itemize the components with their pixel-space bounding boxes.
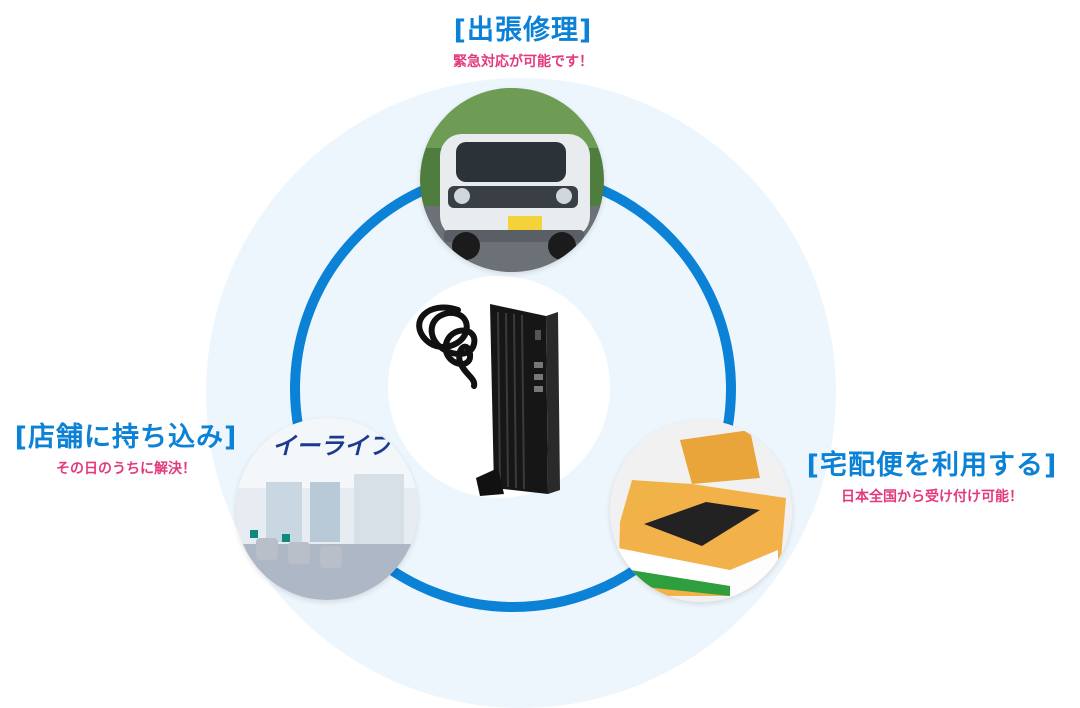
desktop-pc-illustration: [416, 304, 560, 496]
node-right-title: [宅配便を利用する]: [806, 450, 1058, 481]
node-top-title: [出張修理]: [453, 15, 593, 46]
node-top-label: [出張修理] 緊急対応が可能です！: [378, 14, 668, 72]
store-sign-text: イーライフ: [272, 432, 394, 460]
store-interior-photo: イーライフ: [236, 418, 418, 600]
node-left-subtitle: その日のうちに解決！: [56, 461, 196, 477]
node-right-subtitle: 日本全国から受け付け可能！: [841, 489, 1023, 505]
node-left-label: [店舗に持ち込み] その日のうちに解決！: [0, 421, 252, 479]
node-right-label: [宅配便を利用する] 日本全国から受け付け可能！: [782, 449, 1080, 507]
node-top-subtitle: 緊急対応が可能です！: [453, 54, 593, 70]
field-service-car-photo: [420, 88, 604, 272]
node-left-title: [店舗に持ち込み]: [14, 422, 238, 453]
delivery-box-photo: [610, 420, 792, 602]
